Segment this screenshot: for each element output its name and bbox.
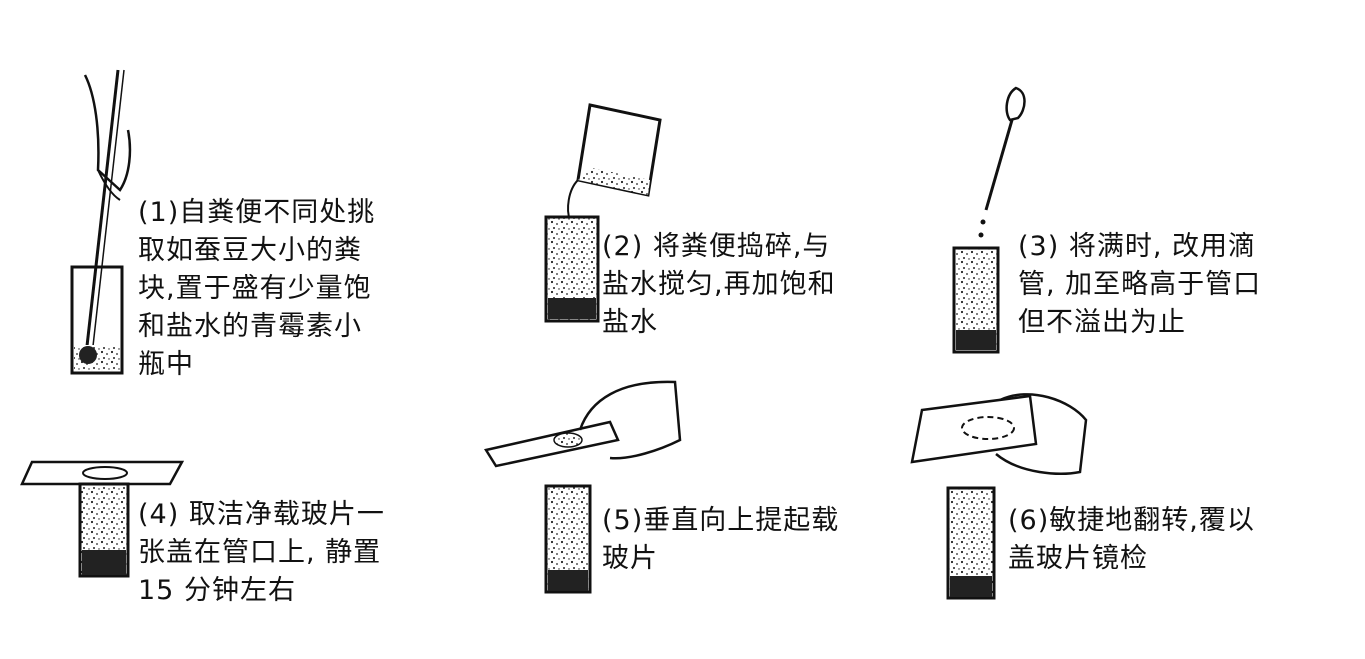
caption-line: 块,置于盛有少量饱: [138, 273, 372, 304]
penicillin-vial: [70, 265, 124, 375]
slide-on-tube-illustration: [20, 460, 185, 578]
caption-line: 管, 加至略高于管口: [1018, 269, 1262, 300]
step-1-panel: (1)自粪便不同处挑 取如蚕豆大小的粪 块,置于盛有少量饱 和盐水的青霉素小 瓶…: [0, 0, 460, 400]
step-4-panel: (4) 取洁净载玻片一 张盖在管口上, 静置 15 分钟左右: [0, 440, 460, 640]
pouring-stream: [567, 179, 579, 221]
step-5-caption: (5)垂直向上提起载 玻片: [602, 502, 839, 578]
caption-line: 张盖在管口上, 静置: [138, 537, 382, 568]
caption-line: (1)自粪便不同处挑: [138, 197, 376, 228]
hand-outline: [83, 74, 132, 192]
step-6-caption: (6)敏捷地翻转,覆以 盖玻片镜检: [1008, 502, 1255, 578]
caption-line: 15 分钟左右: [138, 575, 296, 606]
hand-outline: [578, 380, 682, 460]
caption-line: (2) 将粪便捣碎,与: [602, 231, 831, 262]
step-3-caption: (3) 将满时, 改用滴 管, 加至略高于管口 但不溢出为止: [1018, 228, 1261, 342]
glass-rod: [84, 69, 120, 356]
caption-line: (6)敏捷地翻转,覆以: [1008, 505, 1255, 536]
step-4-caption: (4) 取洁净载玻片一 张盖在管口上, 静置 15 分钟左右: [138, 496, 385, 610]
glass-slide: [484, 420, 620, 468]
glass-slide: [20, 460, 185, 486]
caption-line: 取如蚕豆大小的粪: [138, 235, 362, 266]
caption-line: 玻片: [602, 543, 658, 574]
dropper-bulb: [1005, 86, 1026, 122]
hand-outline: [995, 393, 1088, 475]
step-2-caption: (2) 将粪便捣碎,与 盐水搅匀,再加饱和 盐水: [602, 228, 836, 342]
flipping-slide-illustration: [910, 393, 1088, 600]
caption-line: (3) 将满时, 改用滴: [1018, 231, 1256, 262]
step-2-panel: (2) 将粪便捣碎,与 盐水搅匀,再加饱和 盐水: [520, 90, 940, 350]
dropper-tube: [984, 119, 1014, 211]
step-1-caption: (1)自粪便不同处挑 取如蚕豆大小的粪 块,置于盛有少量饱 和盐水的青霉素小 瓶…: [138, 194, 375, 384]
step-3-panel: (3) 将满时, 改用滴 管, 加至略高于管口 但不溢出为止: [930, 80, 1350, 370]
caption-line: 和盐水的青霉素小: [138, 311, 362, 342]
caption-line: 瓶中: [138, 349, 194, 380]
caption-line: (5)垂直向上提起载: [602, 505, 840, 536]
stirring-rod-vial-illustration: [70, 69, 132, 375]
caption-line: 盐水: [602, 307, 658, 338]
step-5-panel: (5)垂直向上提起载 玻片: [470, 370, 940, 610]
caption-line: 盐水搅匀,再加饱和: [602, 269, 836, 300]
caption-line: (4) 取洁净载玻片一: [138, 499, 385, 530]
dropper-tube-illustration: [952, 86, 1026, 354]
step-6-panel: (6)敏捷地翻转,覆以 盖玻片镜检: [900, 380, 1360, 620]
pouring-beaker-tube-illustration: [544, 103, 662, 323]
caption-line: 盖玻片镜检: [1008, 543, 1148, 574]
lifting-slide-illustration: [484, 380, 682, 594]
glass-slide: [910, 394, 1038, 464]
caption-line: 但不溢出为止: [1018, 307, 1186, 338]
